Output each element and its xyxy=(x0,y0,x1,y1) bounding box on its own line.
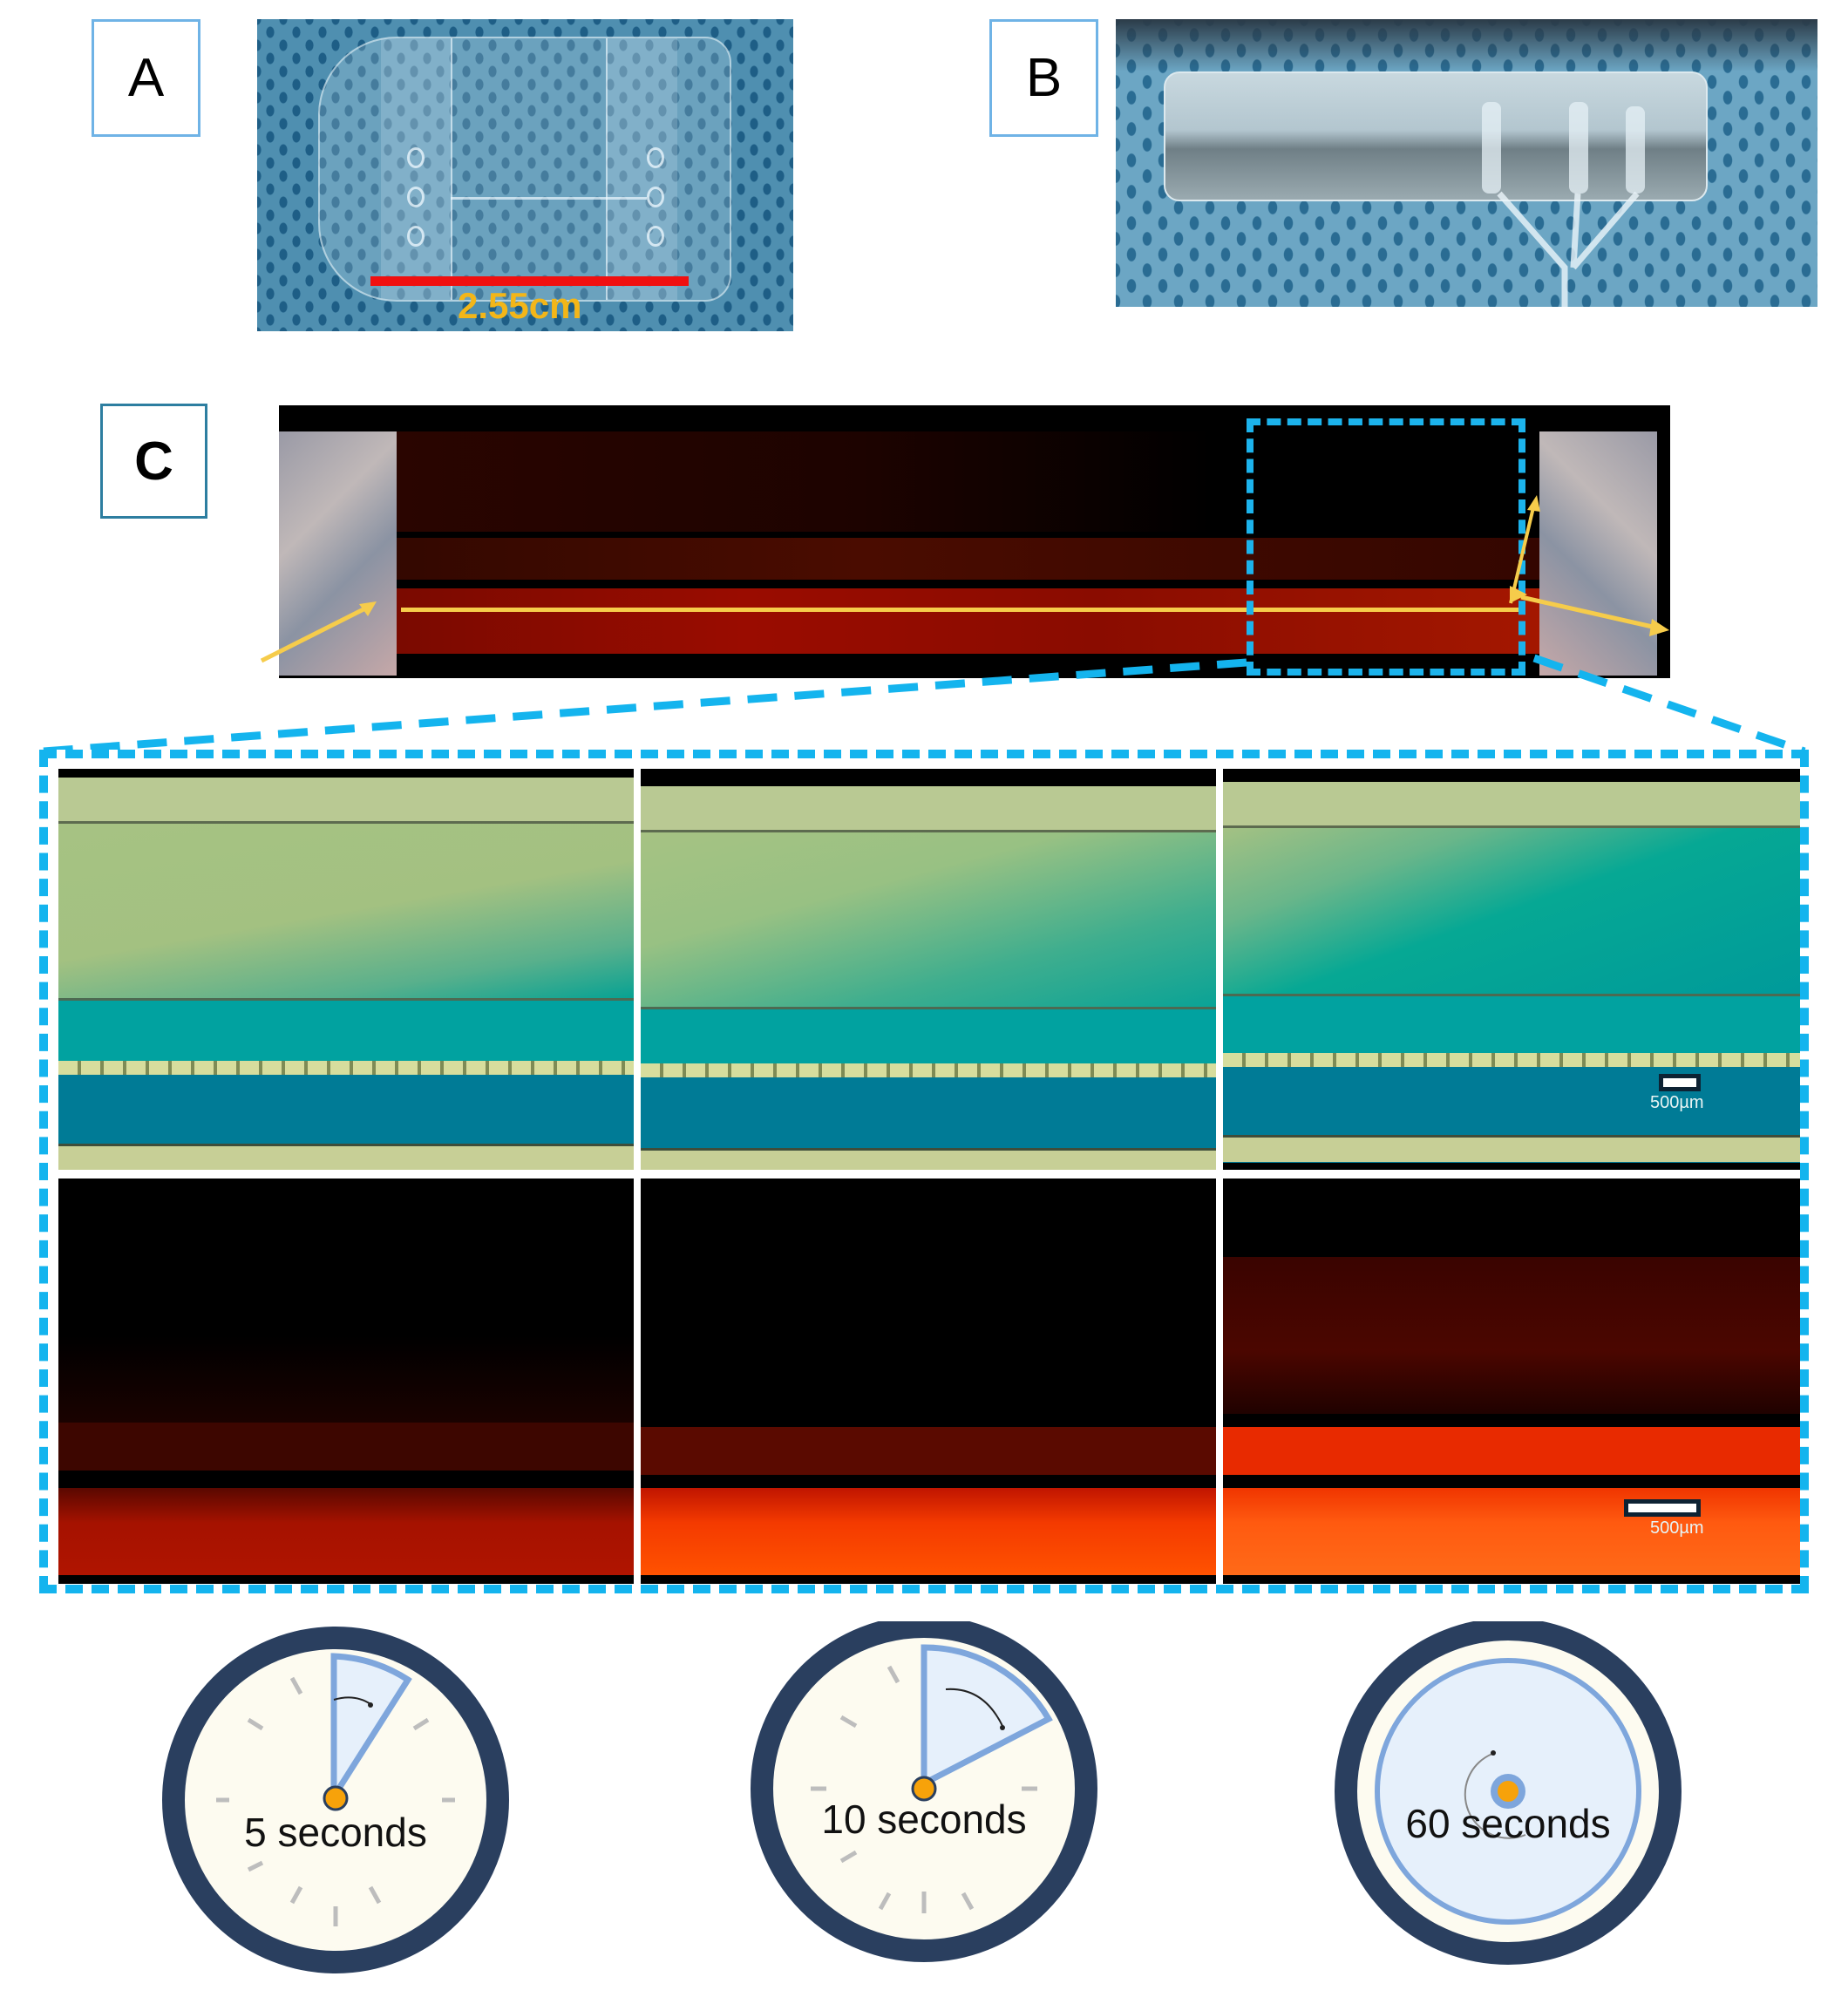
port-icon xyxy=(407,226,425,247)
clock-5-seconds: 5 seconds xyxy=(161,1626,510,1974)
zoom-region-box xyxy=(1247,418,1525,676)
clock-60-seconds: 60 seconds xyxy=(1334,1618,1682,1970)
brightfield-5s xyxy=(58,769,634,1170)
panel-b-letter: B xyxy=(1025,48,1063,108)
fluorescence-60s: 500µm xyxy=(1223,1179,1800,1584)
fluorescence-10s xyxy=(641,1179,1216,1584)
clock-label: 5 seconds xyxy=(244,1810,427,1855)
panel-label-b: B xyxy=(989,19,1098,137)
y-channel-icon xyxy=(1497,191,1640,307)
flow-arrow-line xyxy=(401,608,1521,612)
upper-channel xyxy=(392,431,1566,532)
time-lapse-grid: 500µm 500µm xyxy=(39,750,1809,1593)
scale-bar xyxy=(1659,1074,1701,1091)
clock-label: 10 seconds xyxy=(821,1797,1027,1842)
tubing xyxy=(1626,106,1645,194)
lower-channel xyxy=(392,588,1566,654)
scale-bar-label: 2.55cm xyxy=(458,285,582,326)
port-icon xyxy=(647,226,664,247)
port-icon xyxy=(647,147,664,168)
arrow-head-icon xyxy=(1649,619,1669,636)
pdms-block xyxy=(1164,71,1708,201)
timer-icon xyxy=(162,1627,509,1973)
arrows-and-zoom-lines xyxy=(43,495,1806,756)
inlet-schematic xyxy=(279,431,397,676)
scale-bar xyxy=(1624,1499,1701,1517)
brightfield-10s xyxy=(641,769,1216,1170)
middle-channel xyxy=(392,538,1566,580)
clock-10-seconds: 10 seconds xyxy=(750,1615,1098,1970)
port-icon xyxy=(407,147,425,168)
panel-label-c: C xyxy=(100,404,207,519)
panel-label-a: A xyxy=(92,19,200,137)
arrow-head-icon xyxy=(1527,495,1540,512)
pdms-chip xyxy=(318,37,731,302)
background-shadow xyxy=(1116,19,1817,71)
panel-c-letter: C xyxy=(134,431,173,492)
chip-outlet-strip xyxy=(606,38,677,300)
port-icon xyxy=(407,187,425,207)
timer-icon xyxy=(1335,1618,1682,1965)
clock-label: 60 seconds xyxy=(1405,1801,1611,1846)
tubing xyxy=(1482,102,1501,194)
brightfield-60s: 500µm xyxy=(1223,769,1800,1170)
tubing xyxy=(1569,102,1588,194)
chip-inlet-strip xyxy=(381,38,452,300)
scale-bar xyxy=(370,276,689,286)
scale-bar-label: 500µm xyxy=(1650,1518,1704,1538)
fluorescence-5s xyxy=(58,1179,634,1584)
photo-microfluidic-chip-top-view: 2.55cm xyxy=(257,19,793,331)
arrow-head-icon xyxy=(359,601,377,616)
panel-a-letter: A xyxy=(127,48,165,108)
scale-bar-label: 500µm xyxy=(1650,1093,1704,1112)
photo-microfluidic-chip-side-view xyxy=(1116,19,1817,307)
timer-icon xyxy=(751,1615,1097,1962)
channel xyxy=(451,197,647,200)
port-icon xyxy=(647,187,664,207)
fluorescence-channel-overview xyxy=(279,405,1670,678)
